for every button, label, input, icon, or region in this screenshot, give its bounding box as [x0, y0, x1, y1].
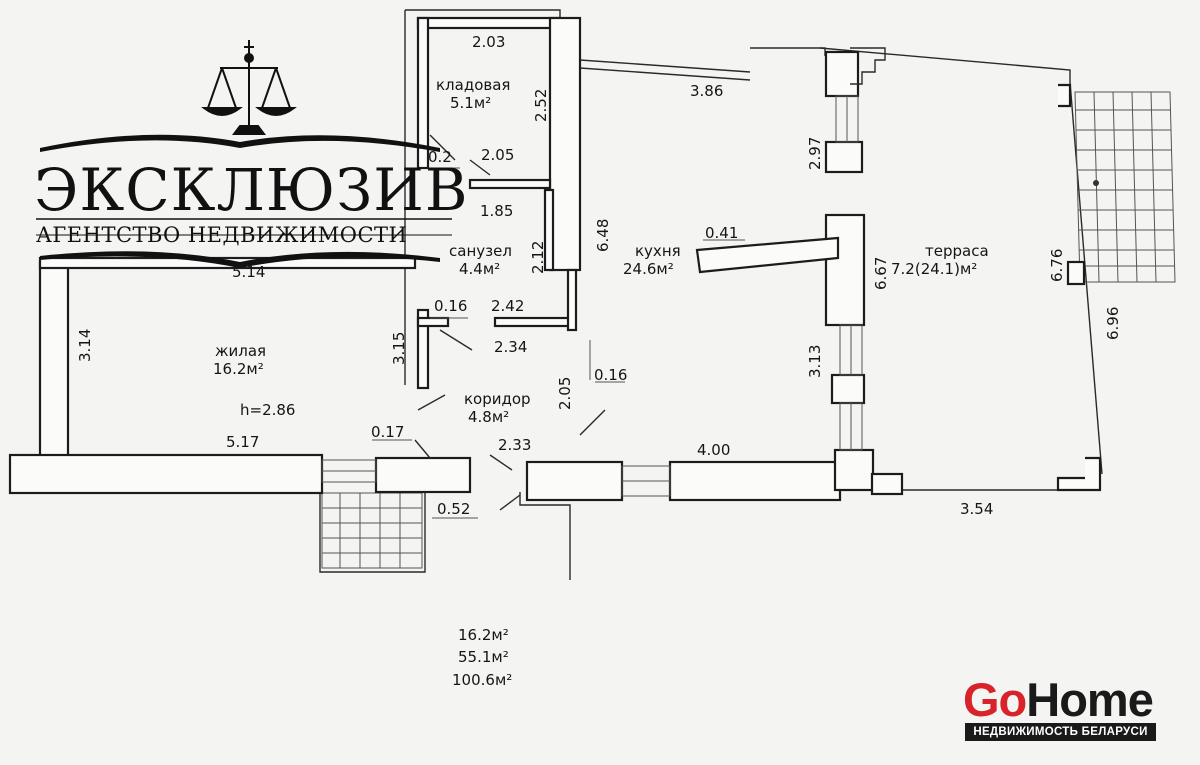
corridor-area: 4.8м² [468, 408, 509, 426]
dim-label: 6.48 [594, 219, 612, 252]
total-living-area: 16.2м² [458, 626, 509, 644]
dim-label: 5.17 [226, 433, 259, 451]
storage-name: кладовая [436, 76, 510, 94]
kitchen-area: 24.6м² [623, 260, 674, 278]
doors [414, 134, 606, 511]
dim-label: 1.85 [480, 202, 513, 220]
agency-name: ЭКСКЛЮЗИВ [34, 156, 468, 224]
dim-label: 2.05 [556, 377, 574, 410]
corridor-name: коридор [464, 390, 531, 408]
room-labels: кладовая 5.1м² санузел 4.4м² кухня 24.6м… [213, 76, 989, 426]
dim-label: 2.12 [529, 241, 547, 274]
gohome-go: Go [963, 673, 1027, 726]
dim-label: 2.97 [806, 137, 824, 170]
dim-label: 6.67 [872, 257, 890, 290]
windows [321, 95, 863, 497]
dim-label: 3.54 [960, 500, 993, 518]
living-height: h=2.86 [240, 401, 295, 419]
dimension-labels: 2.03 2.52 3.86 0.2 2.05 1.85 2.12 6.48 0… [76, 33, 1122, 518]
scales-icon [201, 40, 297, 135]
terrace-tiles [1074, 91, 1176, 283]
dim-label: 3.15 [390, 332, 408, 365]
kitchen-name: кухня [635, 242, 681, 260]
dim-label: 3.13 [806, 345, 824, 378]
dim-label: 3.86 [690, 82, 723, 100]
total-area: 55.1м² [458, 648, 509, 666]
dim-label: 6.76 [1048, 249, 1066, 282]
dim-label: 6.96 [1104, 307, 1122, 340]
dim-label: 3.14 [76, 329, 94, 362]
gohome-home: Home [1026, 673, 1154, 726]
total-area-with-terrace: 100.6м² [452, 671, 512, 689]
dim-label: 0.17 [371, 423, 404, 441]
dim-label: 2.03 [472, 33, 505, 51]
bathroom-area: 4.4м² [459, 260, 500, 278]
dim-label: 0.52 [437, 500, 470, 518]
gohome-subtitle: НЕДВИЖИМОСТЬ БЕЛАРУСИ [965, 723, 1156, 741]
dim-label: 2.05 [481, 146, 514, 164]
gohome-wordmark: GoHome [963, 673, 1154, 726]
bathroom-name: санузел [449, 242, 512, 260]
logo-banner-bottom [40, 251, 440, 268]
dim-label: 2.34 [494, 338, 527, 356]
living-area: 16.2м² [213, 360, 264, 378]
dim-label: 2.52 [532, 89, 550, 122]
dim-label: 0.16 [594, 366, 627, 384]
terrace-name: терраса [925, 242, 989, 260]
entrance-stairs [321, 492, 423, 569]
living-name: жилая [215, 342, 266, 360]
dim-label: 2.33 [498, 436, 531, 454]
storage-area: 5.1м² [450, 94, 491, 112]
dim-label: 2.42 [491, 297, 524, 315]
dim-label: 0.16 [434, 297, 467, 315]
agency-logo: ЭКСКЛЮЗИВ АГЕНТСТВО НЕДВИЖИМОСТИ [34, 40, 468, 268]
dim-label: 4.00 [697, 441, 730, 459]
area-totals: 16.2м² 55.1м² 100.6м² [452, 626, 512, 689]
terrace-area: 7.2(24.1)м² [891, 260, 977, 278]
dimension-ticks [372, 167, 745, 519]
gohome-watermark: GoHome НЕДВИЖИМОСТЬ БЕЛАРУСИ [963, 675, 1158, 745]
dim-label: 0.2 [428, 148, 452, 166]
dim-label: 0.41 [705, 224, 738, 242]
logo-banner-top [40, 134, 440, 152]
